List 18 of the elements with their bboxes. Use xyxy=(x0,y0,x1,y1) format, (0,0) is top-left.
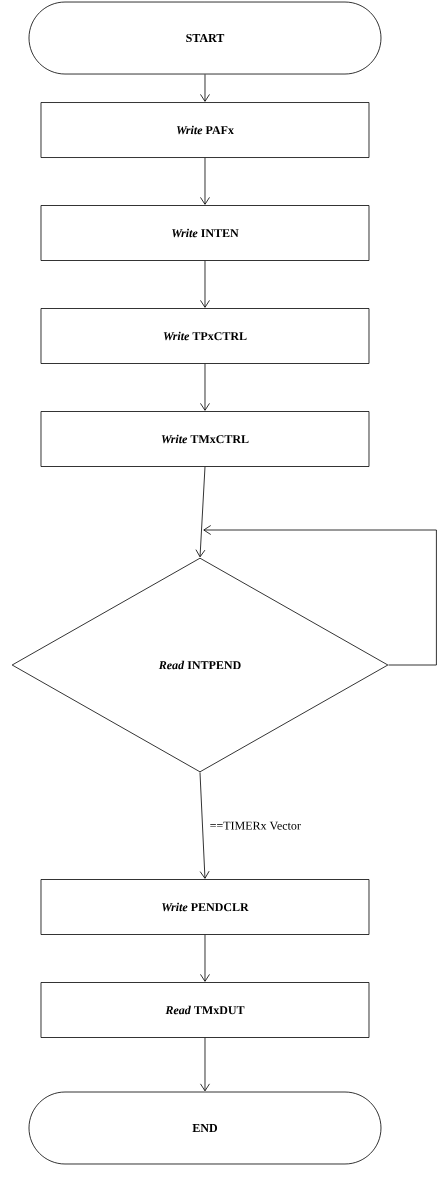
arrow xyxy=(200,157,210,205)
arrow xyxy=(200,1037,210,1092)
process-box: Write TPxCTRL xyxy=(40,308,370,364)
arrow xyxy=(199,772,210,879)
terminal: END xyxy=(28,1091,382,1165)
arrow xyxy=(200,74,210,102)
arrow xyxy=(200,260,210,308)
arrow xyxy=(200,934,210,982)
edge-label: ==TIMERx Vector xyxy=(208,820,302,831)
process-box: Write TMxCTRL xyxy=(40,411,370,467)
process-box: Write PAFx xyxy=(40,102,370,158)
arrow xyxy=(195,466,206,558)
process-box: Write INTEN xyxy=(40,205,370,261)
arrow xyxy=(203,525,437,666)
process-box: Write PENDCLR xyxy=(40,879,370,935)
process-box: Read TMxDUT xyxy=(40,982,370,1038)
arrow xyxy=(200,363,210,411)
terminal: START xyxy=(28,1,382,75)
